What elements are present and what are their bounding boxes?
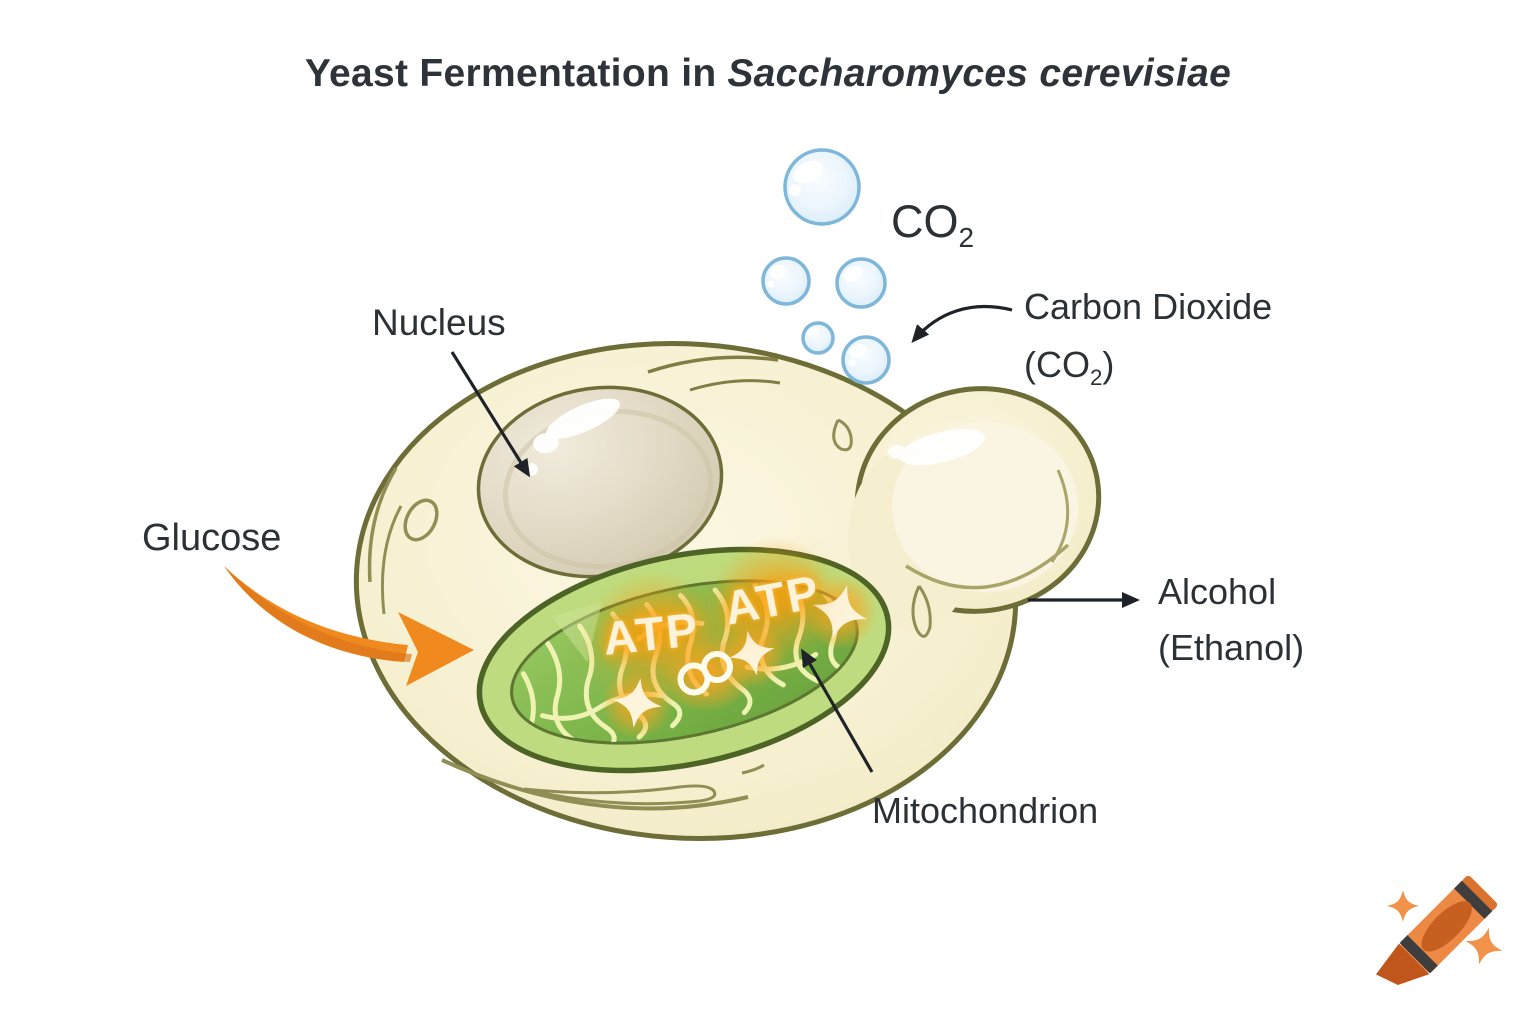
atp-glow-effects [592,537,878,739]
bubble-icon [801,321,835,355]
alcohol-line2: (Ethanol) [1158,627,1305,668]
carbon-dioxide-label: Carbon Dioxide (CO2) [1024,278,1272,407]
annotation-arrows [450,305,1140,773]
co2-bubbles [761,148,891,385]
atp-molecule-rings [677,651,733,696]
bud-inner [892,422,1078,592]
nucleus-shape [476,385,724,579]
title-species-name: Saccharomyces cerevisiae [727,52,1232,95]
carbon-dioxide-line1: Carbon Dioxide [1024,286,1273,327]
mitochondrion-label: Mitochondrion [872,790,1099,831]
crayon-icon [1375,876,1508,986]
nucleus-label: Nucleus [372,302,506,343]
alcohol-line1: Alcohol [1158,571,1277,612]
atp-label-1: ATP [600,602,703,665]
glucose-label: Glucose [142,517,282,559]
bud-gloss [888,428,985,466]
title-prefix: Yeast Fermentation in [304,52,717,95]
co2-label: CO2 [891,196,974,254]
bubble-icon [783,148,861,226]
nucleus-arrow [450,351,531,478]
cytoplasm-detail-lines [367,355,932,811]
bud-rim-lines [905,469,1070,590]
co2-label-base: CO [891,196,959,247]
carbon-dioxide-arrow [911,305,1013,344]
co2-label-subscript: 2 [958,222,975,253]
mitochondrion-arrow [801,648,874,773]
carbon-dioxide-line2: (CO2) [1024,344,1115,391]
bubble-icon [761,256,811,306]
alcohol-label: Alcohol (Ethanol) [1158,564,1304,676]
glucose-arrow [224,566,474,686]
bubble-icon [841,335,891,385]
bubble-icon [835,257,887,309]
